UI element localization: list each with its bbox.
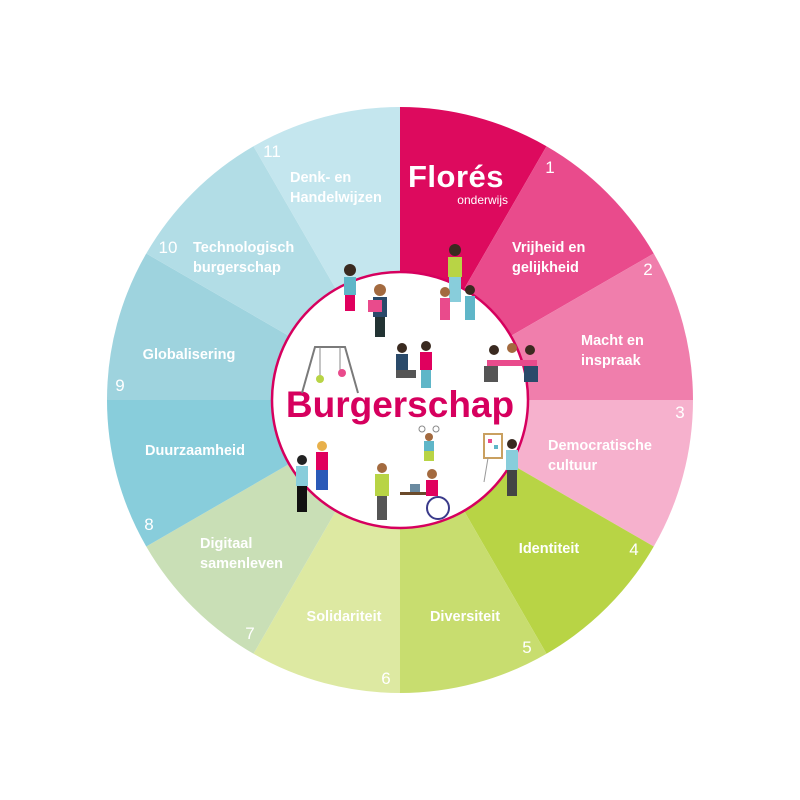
segment-number: 7 [245, 624, 255, 643]
people-illustration-family [440, 244, 475, 320]
segment-label-identiteit: Identiteit [518, 541, 580, 557]
flores-logo: Florés onderwijs [408, 159, 508, 207]
segment-number: 9 [115, 376, 125, 395]
logo-name: Florés [408, 159, 505, 194]
segment-number: 11 [263, 142, 281, 161]
segment-label-globalisering: Globalisering [142, 347, 236, 363]
people-illustration-wheelchair [375, 463, 450, 520]
swing-illustration [301, 346, 359, 394]
segment-label-duurzaamheid: Duurzaamheid [145, 443, 245, 459]
segment-label-diversiteit: Diversiteit [429, 609, 501, 625]
segment-number: 5 [522, 638, 532, 657]
segment-number: 6 [381, 669, 391, 688]
people-illustration-books [344, 264, 387, 337]
segment-number: 3 [675, 403, 685, 422]
center-circle [270, 270, 530, 530]
center-title: Burgerschap [285, 384, 515, 425]
people-illustration-meeting [484, 343, 538, 382]
segment-label-solidariteit: Solidariteit [306, 609, 382, 625]
child-on-rings-illustration [418, 425, 440, 461]
segment-number: 4 [629, 540, 639, 559]
people-illustration-tablet [296, 441, 328, 512]
people-illustration-talking [396, 341, 432, 388]
logo-sub: onderwijs [457, 193, 508, 207]
segment-number: 8 [144, 515, 154, 534]
segment-number: 1 [545, 158, 555, 177]
segment-number: 2 [643, 260, 653, 279]
people-illustration-presentation [483, 433, 518, 496]
segment-number: 10 [158, 238, 178, 257]
